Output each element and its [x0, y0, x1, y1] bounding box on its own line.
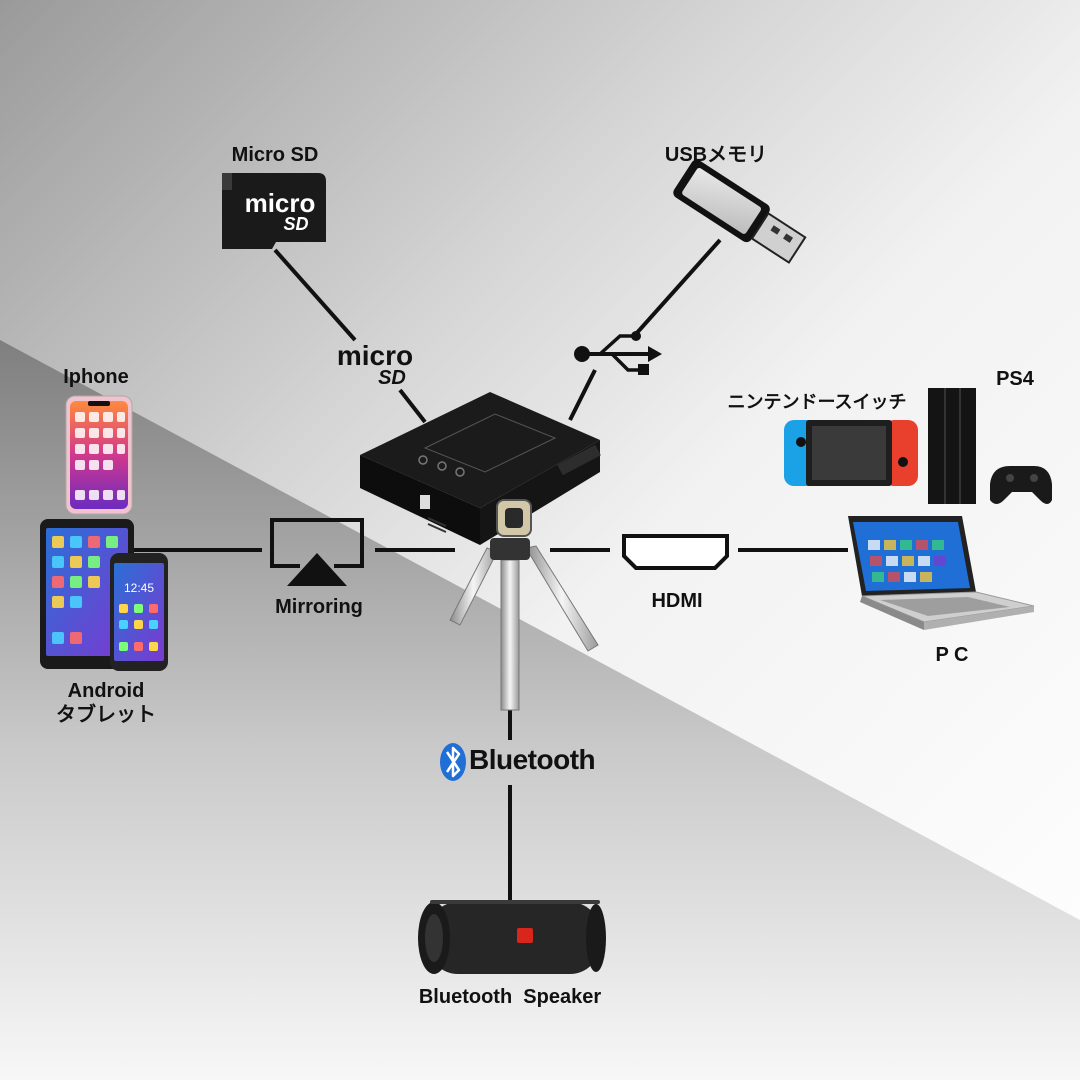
microsd-logo-text-top: micro — [337, 340, 413, 371]
airplay-mirroring-icon — [270, 518, 364, 586]
android-phone-time: 12:45 — [124, 581, 154, 595]
label-micro-sd: Micro SD — [231, 144, 319, 166]
hdmi-port-icon — [622, 534, 729, 570]
label-pc: P C — [935, 644, 969, 666]
label-ps4: PS4 — [996, 368, 1034, 390]
microsd-card-text-bottom: SD — [283, 214, 308, 234]
handheld-console-icon — [784, 420, 918, 486]
label-bluetooth-speaker: Bluetooth Speaker — [418, 986, 602, 1008]
usb-symbol-icon — [574, 331, 662, 375]
label-hdmi: HDMI — [651, 590, 703, 612]
usb-drive-icon — [673, 159, 807, 264]
label-usb-memory: USBメモリ — [664, 144, 768, 166]
projector-icon — [360, 392, 601, 545]
label-nintendo-switch: ニンテンドースイッチ — [727, 392, 907, 412]
microsd-card-icon: micro SD — [222, 173, 326, 249]
label-bluetooth: Bluetooth — [469, 744, 596, 775]
game-console-icon — [928, 388, 1052, 504]
android-phone-icon: 12:45 — [110, 553, 168, 671]
label-iphone: Iphone — [63, 366, 129, 388]
microsd-card-text-top: micro — [245, 188, 316, 218]
microsd-logo-text-bottom: SD — [378, 367, 406, 389]
speaker-icon — [418, 900, 606, 974]
label-android: Android — [67, 680, 145, 702]
smartphone-icon — [65, 395, 133, 515]
line-usb — [633, 238, 722, 337]
label-mirroring: Mirroring — [275, 596, 363, 618]
laptop-icon — [848, 516, 1035, 630]
projector-lens — [496, 499, 532, 537]
microsd-logo-icon: micro SD — [337, 340, 413, 389]
label-tablet: タブレット — [56, 704, 156, 726]
bluetooth-icon — [440, 743, 466, 781]
tripod-icon — [449, 538, 599, 711]
connector-lines — [133, 238, 848, 900]
line-usb-to-projector — [568, 369, 597, 421]
line-microsd — [273, 248, 357, 342]
line-microsd-to-projector — [398, 388, 427, 424]
